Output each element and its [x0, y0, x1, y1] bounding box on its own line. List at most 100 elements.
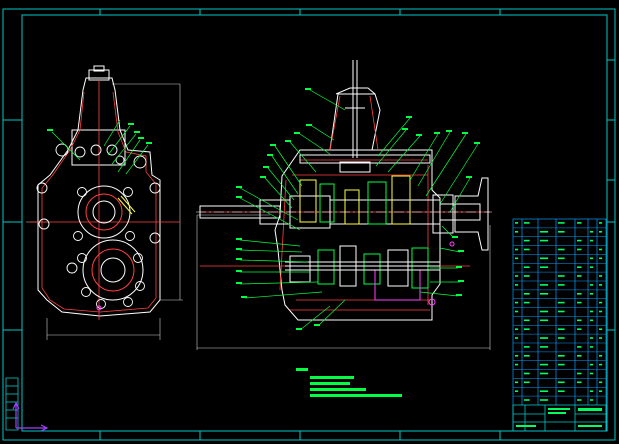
parts-list-cell-mark: [590, 390, 594, 392]
parts-list-cell-mark: [599, 310, 603, 313]
parts-list-cell-mark: [577, 355, 582, 357]
front-view-housing: [37, 65, 161, 317]
parts-list-cell-mark: [515, 355, 519, 357]
section-view: [196, 60, 492, 350]
ucs-axis-icon: [12, 401, 49, 432]
parts-list-cell-mark: [515, 284, 519, 286]
parts-list-cell-mark: [577, 266, 582, 268]
parts-list-cell-mark: [524, 266, 530, 268]
parts-list-cell-mark: [558, 381, 565, 384]
parts-list-cell-mark: [599, 363, 603, 366]
parts-list-cell-mark: [540, 337, 549, 339]
parts-list-cell-mark: [540, 231, 549, 233]
technical-notes: [296, 368, 402, 397]
parts-list-cell-mark: [558, 222, 565, 224]
parts-list-table: [512, 218, 607, 432]
parts-list-cell-mark: [590, 310, 594, 313]
parts-list-cell-mark: [577, 293, 582, 295]
front-view-leaders: [51, 119, 149, 175]
section-view-dimensions: [196, 214, 491, 350]
parts-list-cell-mark: [599, 355, 603, 357]
parts-list-cell-mark: [558, 337, 565, 339]
front-view-shift-fork: [117, 195, 136, 215]
parts-list-cell-mark: [515, 363, 519, 366]
parts-list-cell-mark: [558, 231, 565, 233]
parts-list-cell-mark: [524, 399, 530, 401]
parts-list-cell-mark: [540, 310, 549, 313]
parts-list-cell-mark: [599, 222, 603, 224]
parts-list-cell-mark: [540, 257, 549, 260]
section-view-markers: [428, 241, 455, 306]
parts-list-cell-mark: [577, 328, 582, 330]
parts-list-cell-mark: [540, 399, 549, 401]
parts-list-cell-mark: [599, 328, 603, 330]
parts-list-cell-mark: [515, 231, 519, 233]
parts-list-cell-mark: [524, 239, 530, 242]
section-view-leaders: [239, 89, 479, 331]
section-view-gears: [285, 175, 440, 301]
parts-list-cell-mark: [524, 381, 530, 384]
parts-list-cell-mark: [540, 363, 549, 366]
parts-list-cell-mark: [590, 239, 594, 242]
title-block-fills: [516, 408, 602, 427]
parts-list-cell-mark: [590, 346, 594, 348]
parts-list-cell-mark: [540, 319, 549, 322]
parts-list-cell-mark: [590, 319, 594, 322]
parts-list-cell-mark: [540, 293, 549, 295]
parts-list-cell-mark: [558, 310, 565, 313]
parts-list-cell-mark: [524, 222, 530, 224]
parts-list-cell-mark: [515, 275, 519, 277]
parts-list-cell-mark: [524, 248, 530, 251]
parts-list-cell-mark: [524, 372, 530, 375]
parts-list-cell-mark: [590, 257, 594, 260]
parts-list-cell-mark: [558, 301, 565, 304]
parts-list-cell-mark: [599, 337, 603, 339]
front-view: [26, 65, 183, 340]
front-view-bolts: [36, 143, 161, 309]
parts-list-cell-mark: [515, 328, 519, 330]
parts-list-cell-mark: [599, 390, 603, 392]
parts-list-cell-mark: [515, 257, 519, 260]
parts-list-cell-mark: [577, 346, 582, 348]
parts-list-cell-mark: [540, 284, 549, 286]
parts-list-cell-mark: [599, 381, 603, 384]
front-view-center-marker: [96, 305, 102, 311]
parts-list-cell-mark: [524, 275, 530, 277]
parts-list-cell-mark: [599, 275, 603, 277]
parts-list-cell-mark: [599, 257, 603, 260]
parts-list-cell-mark: [590, 337, 594, 339]
parts-list-cell-mark: [590, 231, 594, 233]
parts-list-cell-mark: [524, 301, 530, 304]
parts-list-cell-mark: [540, 239, 549, 242]
parts-list-cell-mark: [558, 355, 565, 357]
parts-list-cell-mark: [515, 337, 519, 339]
parts-list-cell-mark: [577, 381, 582, 384]
parts-list-cell-mark: [524, 293, 530, 295]
section-view-output-flange: [454, 177, 489, 251]
parts-list-cell-text: [515, 222, 603, 401]
front-view-hatch: [30, 80, 180, 320]
parts-list-cell-mark: [524, 346, 530, 348]
parts-list-cell-mark: [558, 248, 565, 251]
parts-list-cell-mark: [590, 293, 594, 295]
parts-list-cell-mark: [558, 328, 565, 330]
parts-list-cell-mark: [540, 346, 549, 348]
parts-list-cell-mark: [558, 363, 565, 366]
parts-list-cell-mark: [577, 372, 582, 375]
section-view-shift-lever: [345, 60, 365, 158]
sheet-frame: [2, 8, 616, 441]
parts-list-cell-mark: [515, 310, 519, 313]
parts-list-cell-mark: [590, 399, 594, 401]
parts-list-cell-mark: [515, 248, 519, 251]
zone-ticks-top: [99, 9, 501, 15]
parts-list-cell-mark: [599, 301, 603, 304]
parts-list-cell-mark: [577, 275, 582, 277]
parts-list-cell-mark: [558, 284, 565, 286]
parts-list-cell-mark: [515, 390, 519, 392]
section-view-leader-tags: [236, 88, 480, 330]
parts-list-cell-mark: [558, 390, 565, 392]
parts-list-cell-mark: [599, 248, 603, 251]
parts-list-cell-mark: [577, 222, 582, 224]
front-view-leader-tags: [47, 123, 152, 144]
